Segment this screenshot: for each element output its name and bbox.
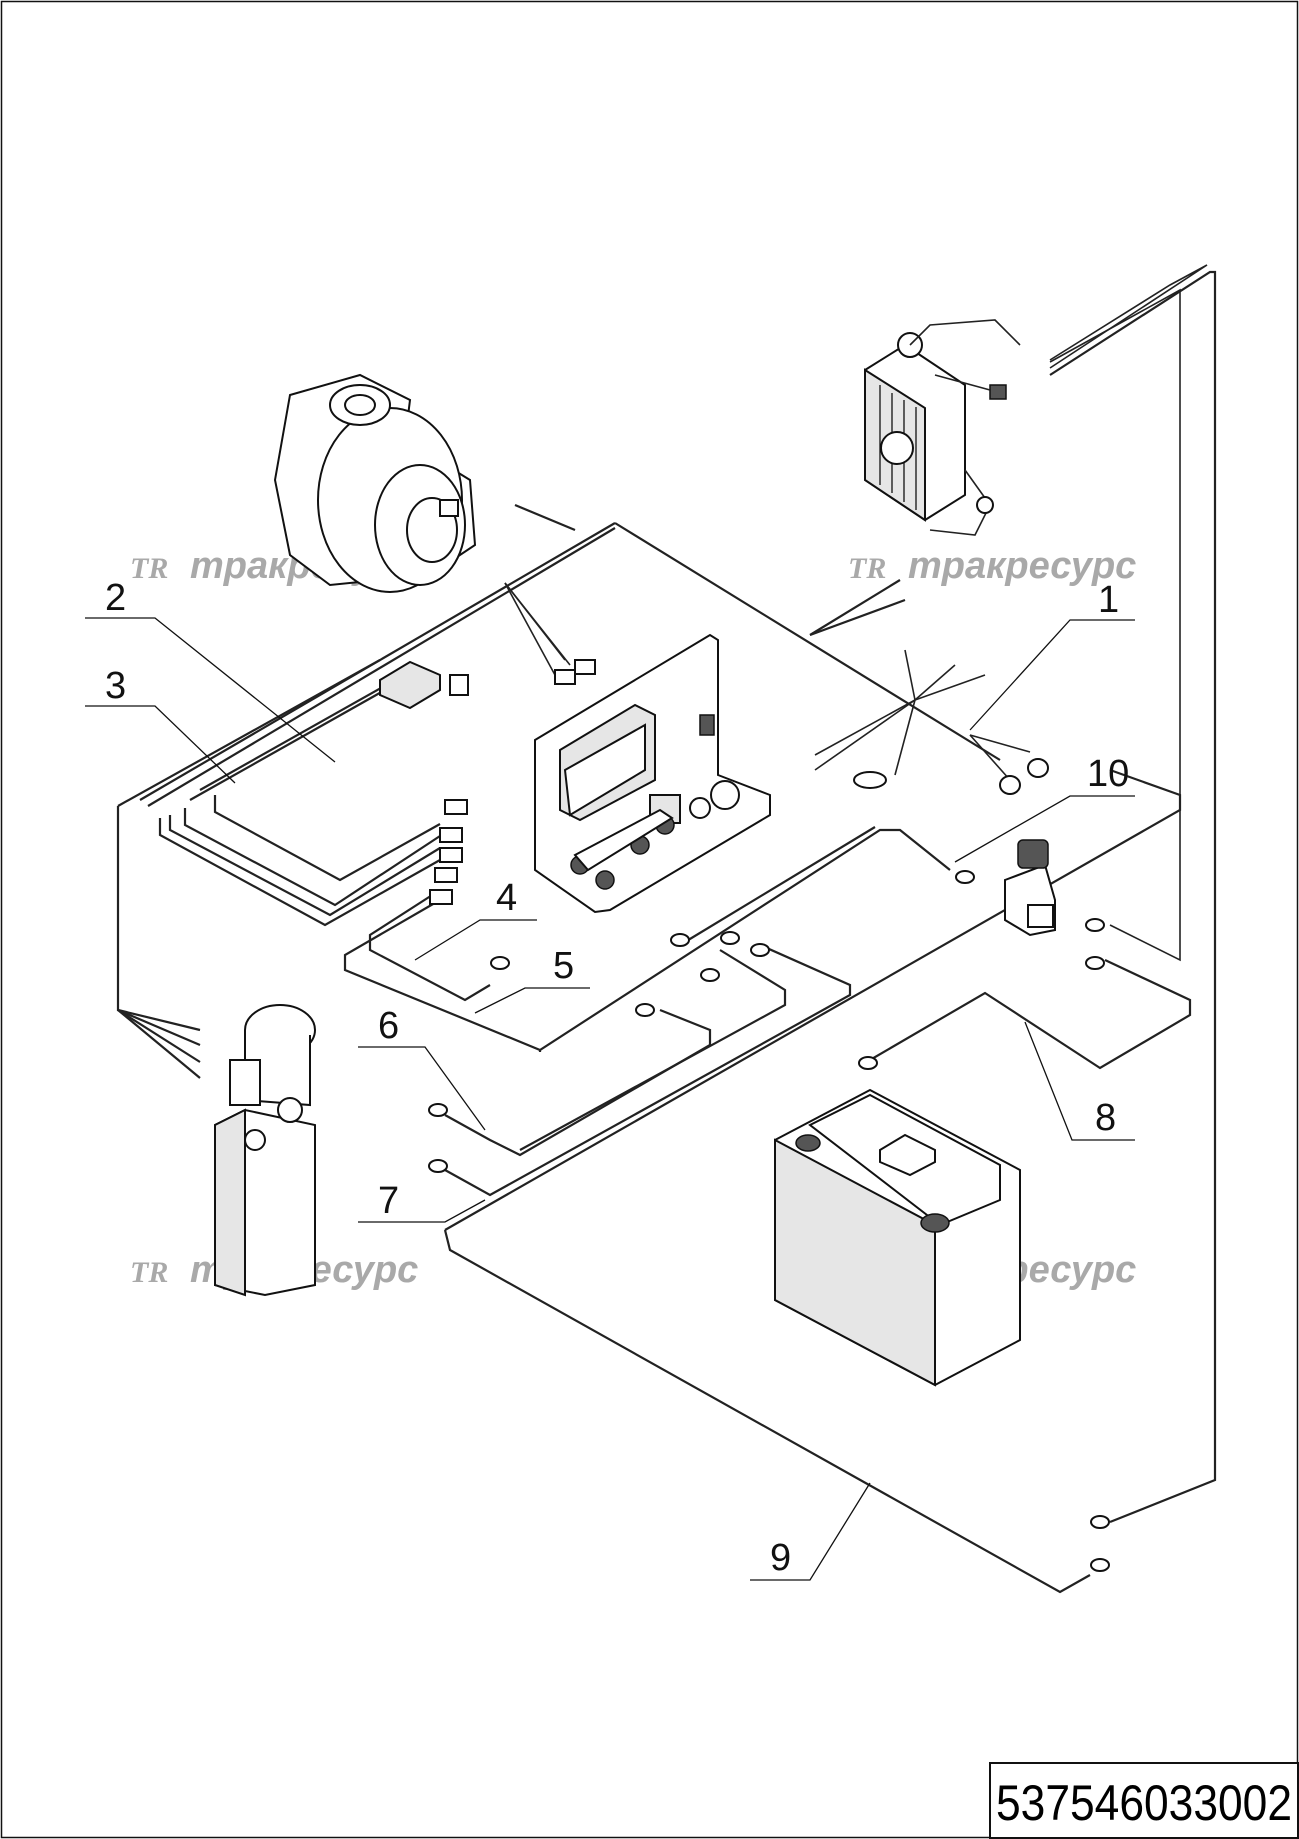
callout-10: 10 bbox=[1087, 753, 1129, 795]
motor-controller bbox=[534, 633, 771, 914]
callout-1: 1 bbox=[1098, 579, 1119, 621]
watermark-top-right: TR тракресурс bbox=[848, 545, 1136, 587]
callout-3: 3 bbox=[105, 665, 126, 707]
callout-6: 6 bbox=[378, 1005, 399, 1047]
traction-battery bbox=[774, 1088, 1021, 1387]
watermark-logo: TR bbox=[130, 1256, 168, 1289]
callout-7: 7 bbox=[378, 1180, 399, 1222]
harness-lines bbox=[116, 264, 1217, 1594]
terminal-connectors bbox=[429, 799, 468, 905]
battery-charger bbox=[864, 319, 1021, 536]
callout-4: 4 bbox=[496, 877, 517, 919]
callout-leaders bbox=[85, 617, 1135, 1581]
callout-2: 2 bbox=[105, 577, 126, 619]
document-number: 537546033002 bbox=[996, 1775, 1292, 1831]
callout-8: 8 bbox=[1095, 1097, 1116, 1139]
watermark-text: тракресурс bbox=[908, 545, 1136, 587]
cable-lugs bbox=[428, 758, 1110, 1572]
traction-motor bbox=[273, 373, 477, 593]
callout-5: 5 bbox=[553, 945, 574, 987]
document-number-box: 537546033002 bbox=[989, 1762, 1299, 1839]
harness-connector-block bbox=[379, 499, 596, 710]
watermark-logo: TR bbox=[130, 552, 168, 585]
watermark-logo: TR bbox=[848, 552, 886, 585]
callout-9: 9 bbox=[770, 1537, 791, 1579]
main-harness bbox=[614, 522, 1001, 761]
key-switch bbox=[1004, 839, 1056, 937]
hydraulic-pump-unit bbox=[214, 1004, 316, 1297]
